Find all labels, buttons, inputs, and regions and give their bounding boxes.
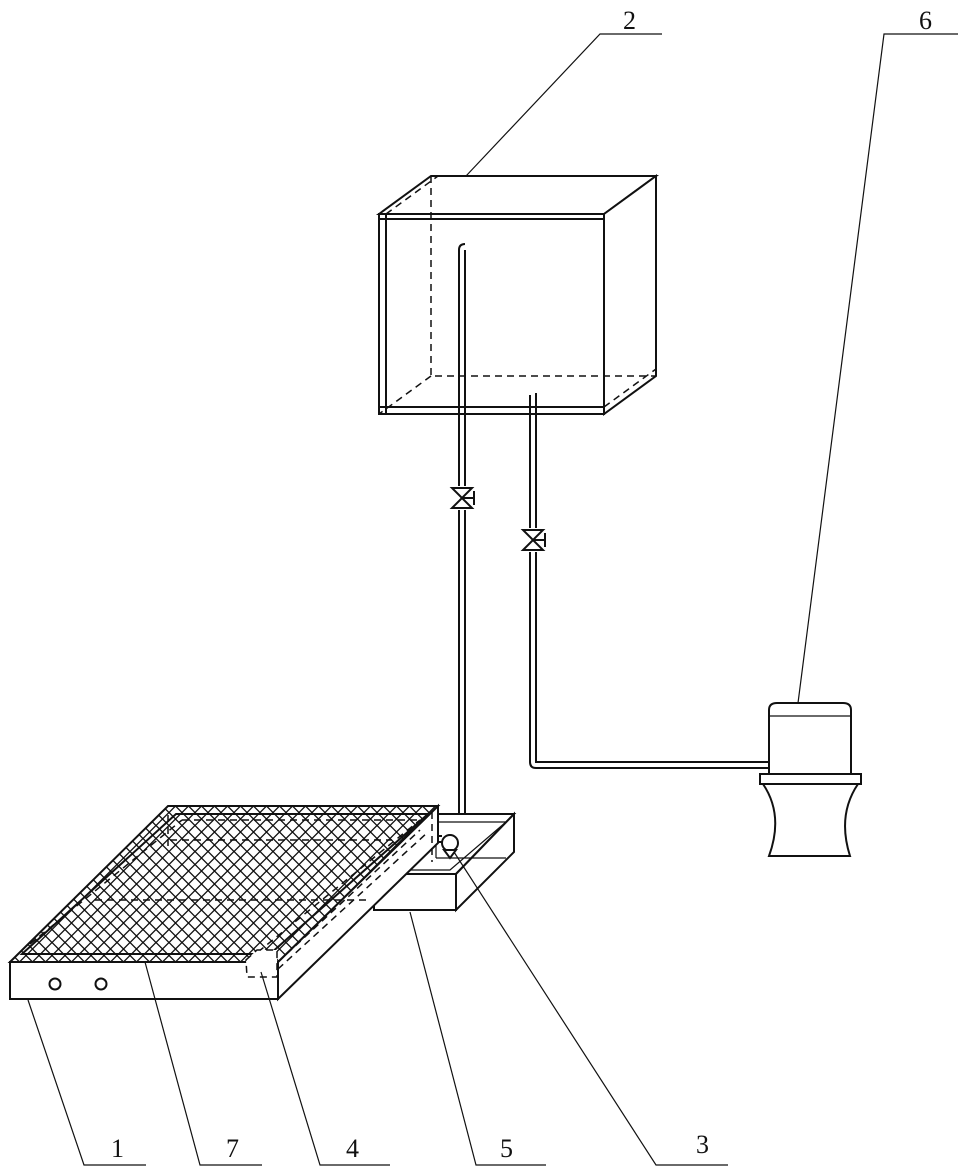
drain-box (245, 949, 278, 978)
label-pump: 3 (696, 1130, 709, 1159)
toilet (759, 702, 862, 857)
outlet-pipe (529, 393, 770, 769)
label-base-plate: 1 (111, 1134, 124, 1163)
label-sump: 5 (500, 1134, 513, 1163)
label-tank: 2 (623, 6, 636, 35)
outlet-valve (520, 528, 546, 552)
water-tank (375, 174, 660, 416)
inlet-valve (449, 486, 475, 510)
label-grating: 7 (226, 1134, 239, 1163)
inlet-pipe (458, 243, 466, 838)
base-plate (7, 803, 441, 1002)
label-toilet: 6 (919, 6, 932, 35)
label-drain: 4 (346, 1134, 359, 1163)
leader-lines (27, 33, 958, 1166)
